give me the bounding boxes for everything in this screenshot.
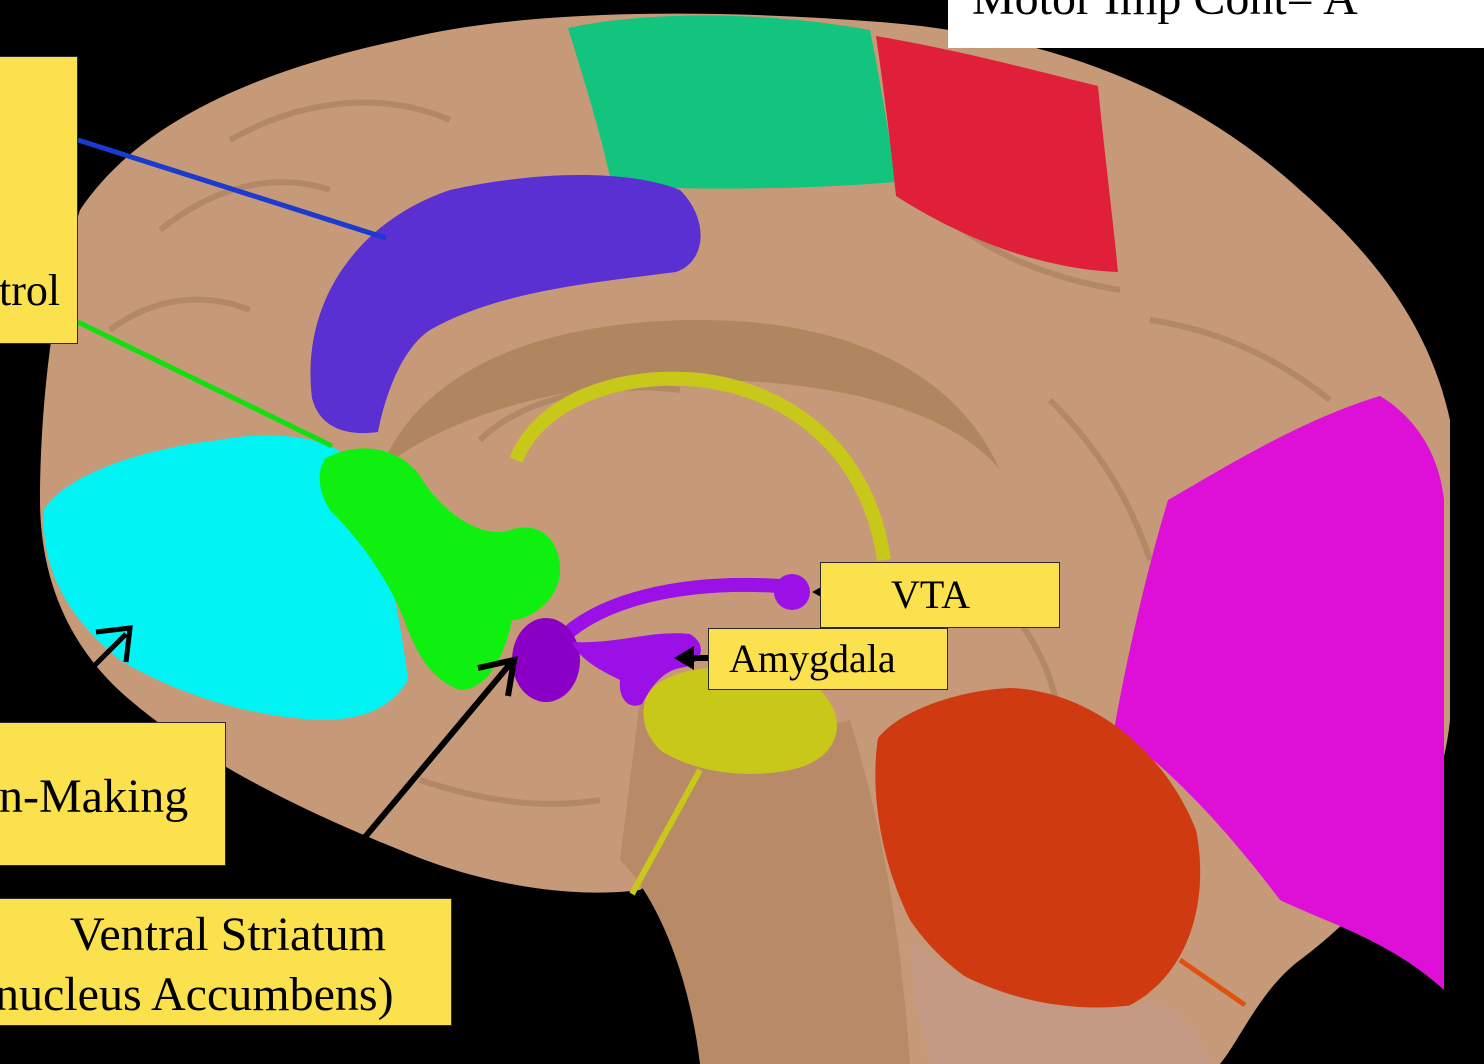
nucleus-accumbens-label: nucleus Accumbens): [0, 965, 394, 1025]
amygdala-label-box: Amygdala: [708, 628, 948, 690]
vta-node: [774, 574, 810, 610]
decision-making-label-box: n-Making: [0, 722, 226, 866]
nucleus-accumbens-node: [512, 618, 580, 702]
title-fragment: Motor Imp Cont= A: [972, 0, 1358, 14]
amygdala-label: Amygdala: [729, 629, 896, 689]
motor-cortex-region: [568, 16, 896, 189]
top-left-label: trol: [0, 269, 60, 313]
cingulate-label-box: trol: [0, 56, 78, 344]
vta-label-box: VTA: [820, 562, 1060, 628]
ventral-striatum-label-box: Ventral Striatum nucleus Accumbens): [0, 898, 452, 1026]
decision-making-label: n-Making: [0, 773, 188, 821]
ventral-striatum-label: Ventral Striatum: [0, 905, 451, 965]
vta-label: VTA: [891, 563, 970, 627]
title-fragment-box: Motor Imp Cont= A: [948, 0, 1484, 48]
